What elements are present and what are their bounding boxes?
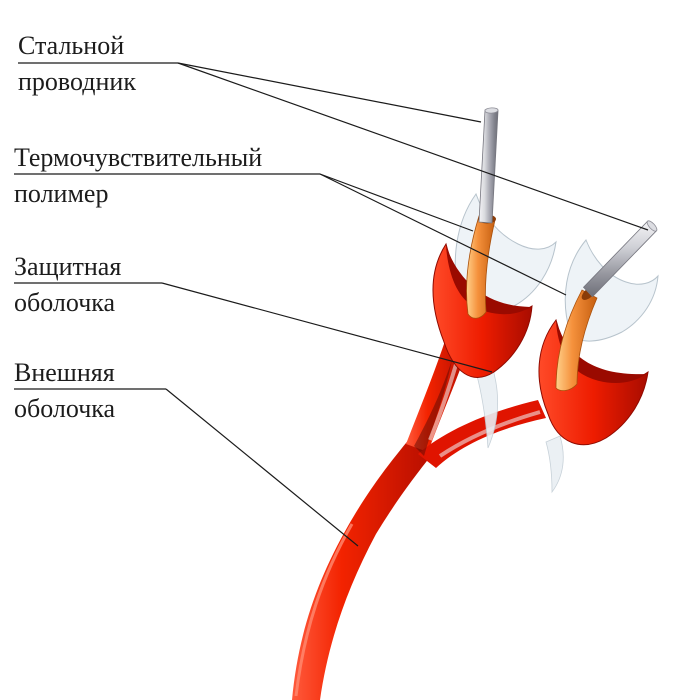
cable-highlight <box>294 523 354 697</box>
steel-pin-right-cap <box>646 220 658 232</box>
polymer-core-right <box>555 289 598 392</box>
outer-sheath-cable <box>292 338 546 700</box>
label-protective-sheath-line2: оболочка <box>14 288 116 317</box>
polymer-core-left <box>466 215 496 319</box>
leader-steel-conductor-right <box>177 62 649 231</box>
label-outer-sheath-line1: Внешняя <box>14 358 115 387</box>
leader-steel-conductor-left <box>177 62 482 123</box>
leader-thermo-polymer-right <box>319 173 567 296</box>
label-protective-sheath-line1: Защитная <box>14 252 122 281</box>
label-thermo-polymer: Термочувствительный полимер <box>14 140 262 212</box>
red-petal-right-inner <box>556 322 646 383</box>
cable-strand-left <box>406 338 468 452</box>
label-outer-sheath: Внешняя оболочка <box>14 355 115 427</box>
leader-lines <box>14 62 649 547</box>
steel-pin-left <box>478 109 499 224</box>
leader-thermo-polymer-left <box>319 173 474 232</box>
label-thermo-polymer-line1: Термочувствительный <box>14 143 263 172</box>
leader-outer-sheath <box>165 388 359 547</box>
label-outer-sheath-line2: оболочка <box>14 394 116 423</box>
strand-gap-shadow <box>414 360 452 456</box>
protective-sheath-tail-right <box>545 435 564 494</box>
steel-pin-left-cap <box>484 107 499 114</box>
label-protective-sheath: Защитная оболочка <box>14 249 121 321</box>
label-steel-conductor-line2: проводник <box>18 67 136 96</box>
label-steel-conductor-line1: Стальной <box>18 31 125 60</box>
label-thermo-polymer-line2: полимер <box>14 179 109 208</box>
steel-conductors <box>478 107 658 298</box>
label-steel-conductor: Стальной проводник <box>18 28 136 100</box>
leader-protective-sheath <box>161 282 493 373</box>
protective-sheath-tail-left <box>475 365 498 449</box>
